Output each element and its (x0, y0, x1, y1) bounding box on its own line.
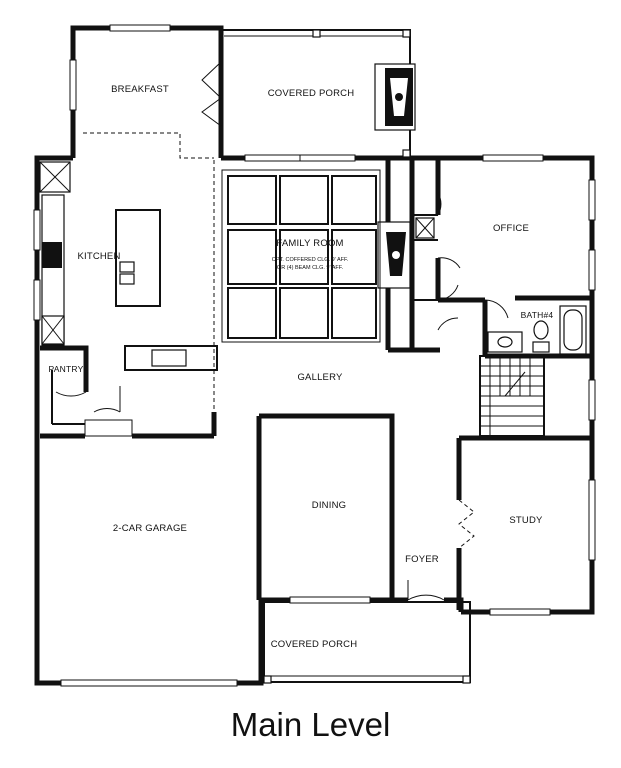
rear-porch (221, 29, 416, 158)
label-bath4: BATH#4 (521, 310, 554, 320)
label-family-room: FAMILY ROOM (276, 238, 343, 249)
label-covered-porch-front: COVERED PORCH (271, 639, 358, 650)
label-foyer: FOYER (405, 554, 439, 565)
note-family-room-2: OR (4) BEAM CLG. 9' AFF. (277, 265, 344, 271)
label-office: OFFICE (493, 223, 529, 234)
doors (55, 61, 509, 590)
room-labels: BREAKFAST COVERED PORCH KITCHEN FAMILY R… (49, 84, 554, 650)
note-family-room-1: OPT. COFFERED CLG. 9' AFF. (272, 257, 349, 263)
label-dining: DINING (312, 500, 346, 511)
label-covered-porch-rear: COVERED PORCH (268, 88, 355, 99)
plan-title: Main Level (230, 706, 391, 743)
label-gallery: GALLERY (297, 372, 343, 383)
windows (33, 24, 596, 687)
interior-walls (39, 132, 590, 610)
coffered-ceiling (221, 169, 381, 343)
stairs (479, 355, 545, 437)
label-breakfast: BREAKFAST (111, 84, 169, 95)
label-kitchen: KITCHEN (77, 251, 120, 262)
label-pantry: PANTRY (49, 364, 84, 374)
label-garage: 2-CAR GARAGE (113, 523, 187, 534)
label-study: STUDY (509, 515, 543, 526)
floor-plan: BREAKFAST COVERED PORCH KITCHEN FAMILY R… (33, 24, 596, 687)
